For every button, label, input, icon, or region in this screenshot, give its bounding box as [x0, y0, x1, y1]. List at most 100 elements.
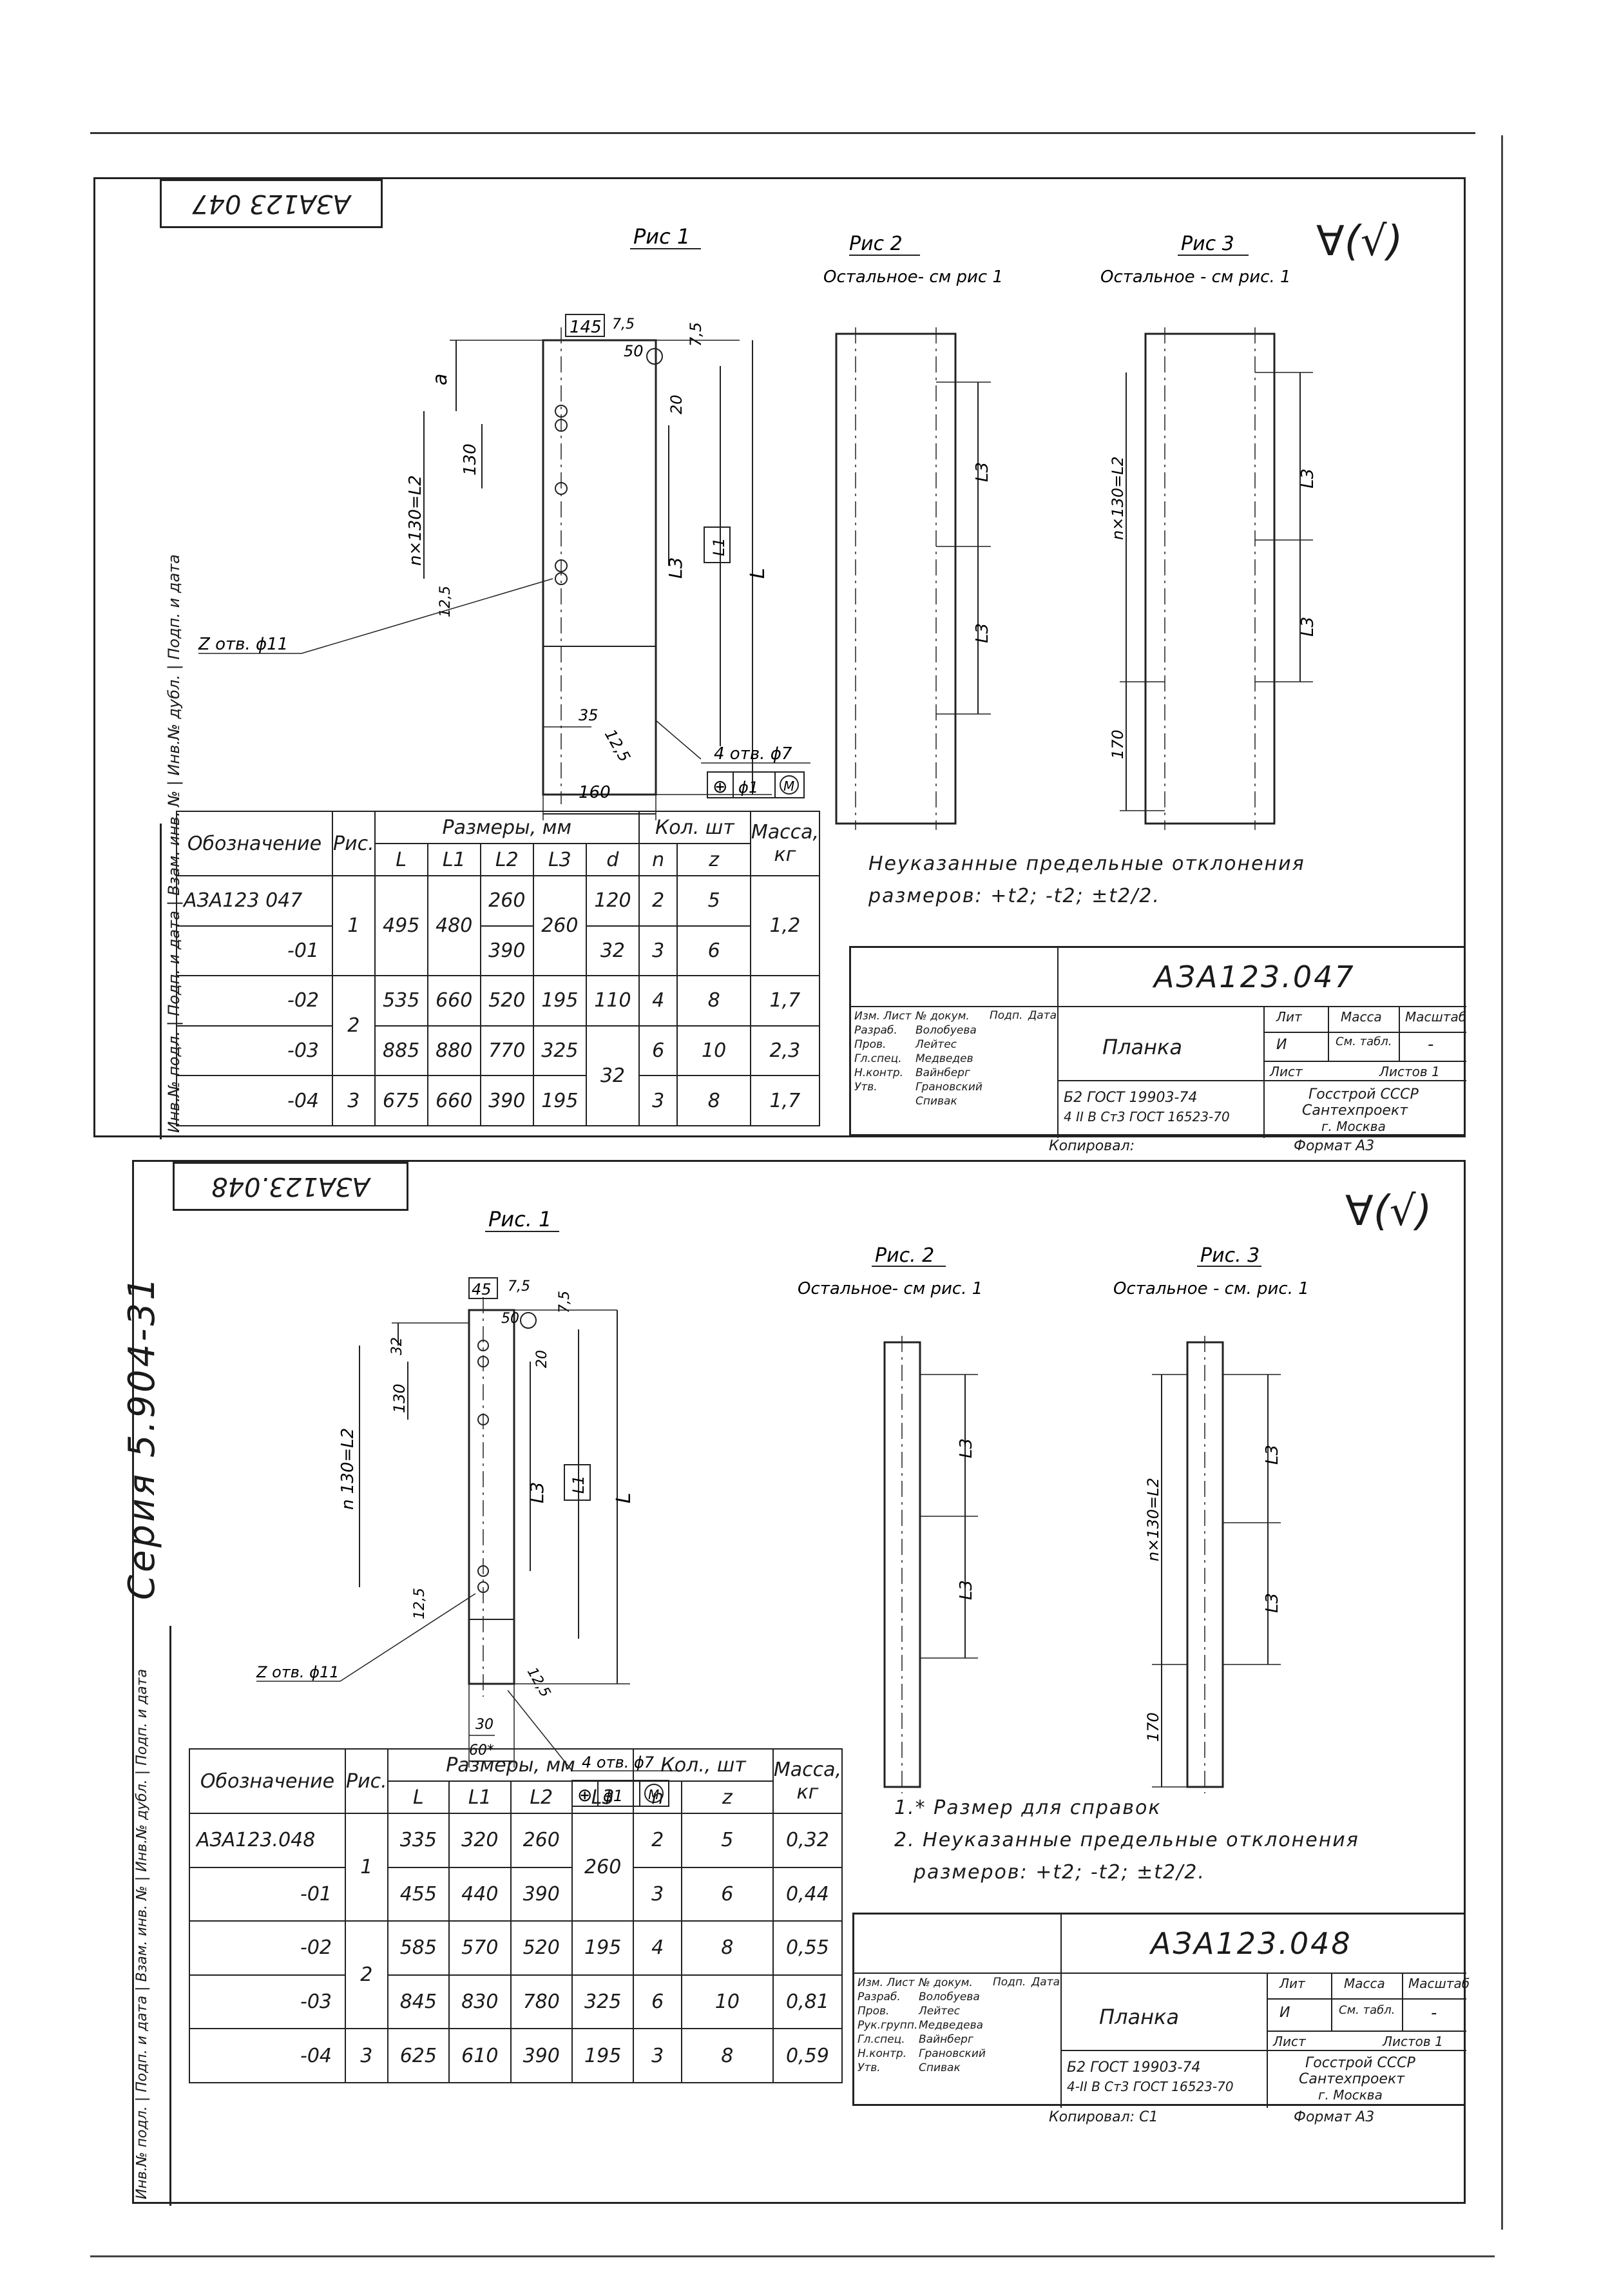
svg-text:Остальное- см рис 1: Остальное- см рис 1	[823, 267, 1003, 287]
format-label: Формат А3	[1294, 2109, 1375, 2125]
svg-text:Остальное - см рис. 1: Остальное - см рис. 1	[1100, 267, 1291, 287]
svg-text:L3: L3	[973, 462, 992, 482]
svg-text:7,5: 7,5	[557, 1291, 573, 1313]
sheet-2: Инв.№ подл. | Подп. и дата | Взам. инв. …	[121, 1160, 1470, 2206]
svg-text:130: 130	[461, 443, 480, 476]
table-row: АЗА123.048 1 335 320 260 260 2 5 0,32	[189, 1812, 843, 1922]
svg-text:50: 50	[624, 342, 644, 360]
fig2-drawing: Рис 2 Остальное- см рис 1 L3 L3	[823, 233, 1003, 830]
svg-text:50: 50	[501, 1311, 519, 1327]
svg-text:Остальное- см рис. 1: Остальное- см рис. 1	[798, 1279, 982, 1298]
roughness-symbol: ∀(√)	[1345, 1188, 1432, 1235]
part-name: Планка	[1099, 2005, 1179, 2029]
svg-text:L3: L3	[1298, 617, 1318, 637]
svg-text:L: L	[747, 568, 769, 579]
fig2-drawing: Рис. 2 Остальное- см рис. 1 L3 L3	[798, 1244, 982, 1793]
svg-text:145: 145	[570, 318, 602, 337]
svg-text:7,5: 7,5	[612, 316, 635, 333]
svg-text:Рис 3: Рис 3	[1181, 233, 1234, 255]
doc-code: АЗА123.048	[1151, 1926, 1352, 1961]
roughness-symbol: ∀(√)	[1316, 218, 1403, 265]
svg-text:a: a	[429, 374, 452, 385]
svg-text:20: 20	[534, 1350, 550, 1368]
table-row: -01 390 32 3 6	[176, 925, 819, 977]
table-row: -02 2 535 660 520 195 110 4 8 1,7	[176, 975, 821, 1077]
svg-text:7,5: 7,5	[687, 322, 705, 347]
table-row: -02 2 585 570 520 195 4 8 0,55	[189, 1920, 843, 2030]
spec-table-2: Обозначение Рис. Размеры, мм Кол., шт Ма…	[189, 1748, 843, 2083]
bottom-border-line	[90, 2255, 1495, 2257]
svg-text:n×130=L2: n×130=L2	[1144, 1478, 1162, 1561]
svg-text:Остальное - см. рис. 1: Остальное - см. рис. 1	[1113, 1279, 1309, 1298]
svg-text:L3: L3	[1298, 468, 1318, 488]
svg-text:L1: L1	[710, 537, 728, 556]
svg-text:7,5: 7,5	[508, 1278, 530, 1295]
svg-text:Рис. 1: Рис. 1	[488, 1207, 551, 1231]
svg-text:L1: L1	[570, 1475, 588, 1494]
svg-text:32: 32	[389, 1337, 405, 1355]
copied-by: Копировал: С1	[1049, 2109, 1158, 2125]
table-row: -03 885 880 770 325 32 6 10 2,3	[176, 1025, 821, 1127]
sidebar-labels-2: Инв.№ подл. | Подп. и дата | Взам. инв. …	[134, 1668, 150, 2199]
svg-text:130: 130	[390, 1384, 408, 1413]
svg-text:35: 35	[579, 706, 599, 724]
svg-text:12,5: 12,5	[412, 1588, 428, 1619]
plate-outline	[542, 339, 657, 796]
svg-text:L3: L3	[665, 557, 686, 579]
svg-text:L3: L3	[526, 1482, 548, 1503]
title-block-1: АЗА123.047 Планка Лит Масса Масштаб И См…	[849, 946, 1466, 1138]
plate-outline	[468, 1309, 515, 1685]
fig3-drawing: Рис. 3 Остальное - см. рис. 1 L3 L3 n×13…	[1113, 1244, 1309, 1793]
copied-by: Копировал:	[1049, 1138, 1135, 1154]
svg-text:L: L	[613, 1492, 635, 1503]
fig1-title: Рис 1	[633, 224, 690, 249]
top-border-line	[90, 132, 1475, 134]
note-line-2: 2. Неуказанные предельные отклонения	[894, 1829, 1359, 1851]
svg-text:n×130=L2: n×130=L2	[1109, 456, 1127, 540]
table-row: АЗА123 047 1 495 480 260 260 120 2 5 1,2	[176, 874, 821, 977]
svg-text:Рис 2: Рис 2	[849, 233, 903, 255]
svg-text:4 отв. ϕ7: 4 отв. ϕ7	[714, 744, 792, 764]
svg-text:L3: L3	[973, 623, 992, 643]
format-label: Формат А3	[1294, 1138, 1375, 1154]
sidebar-line	[160, 824, 162, 1139]
right-border-line	[1501, 135, 1503, 2230]
note-line-3: размеров: +t2; -t2; ±t2/2.	[914, 1861, 1205, 1884]
svg-text:12,5: 12,5	[524, 1665, 553, 1701]
svg-text:L3: L3	[1263, 1593, 1282, 1613]
svg-text:45: 45	[472, 1280, 492, 1298]
part-name: Планка	[1102, 1035, 1182, 1059]
table-row: -01 455 440 390 3 6 0,44	[189, 1866, 843, 1922]
svg-text:30: 30	[475, 1717, 494, 1733]
fig3-drawing: Рис 3 Остальное - см рис. 1 L3 L3 n×130=…	[1100, 233, 1318, 830]
svg-text:160: 160	[579, 783, 611, 802]
svg-text:Z отв. ϕ11: Z отв. ϕ11	[198, 635, 288, 654]
sheet-1: Инв.№ подл. | Подп. и дата | Взам. инв. …	[93, 177, 1466, 1154]
svg-text:n 130=L2: n 130=L2	[338, 1428, 358, 1510]
svg-text:12,5: 12,5	[601, 726, 634, 765]
table-row: -04 3 675 660 390 195 3 8 1,7	[176, 1075, 821, 1126]
svg-text:Рис. 2: Рис. 2	[875, 1244, 934, 1267]
note-line-1: Неуказанные предельные отклонения	[868, 853, 1305, 875]
spec-table-1: Обозначение Рис. Размеры, мм Кол. шт Мас…	[176, 811, 821, 1127]
svg-text:L3: L3	[1263, 1445, 1282, 1465]
svg-text:170: 170	[1109, 729, 1127, 759]
table-row: -03 845 830 780 325 6 10 0,81	[189, 1974, 843, 2030]
svg-text:M: M	[783, 778, 794, 794]
table-row: -04 3 625 610 390 195 3 8 0,59	[189, 2028, 843, 2083]
svg-text:ϕ1: ϕ1	[738, 778, 758, 796]
svg-text:Рис. 3: Рис. 3	[1200, 1244, 1260, 1267]
svg-text:20: 20	[667, 394, 685, 414]
svg-text:L3: L3	[957, 1438, 976, 1458]
fig1-drawing: Рис 1 145 7,5 50 7,5 L L1 L3 20 a 130 n×…	[198, 224, 810, 820]
svg-text:L3: L3	[957, 1580, 976, 1600]
note-line-1: 1.* Размер для справок	[894, 1797, 1162, 1819]
series-label: Серия 5.904-31	[121, 1275, 163, 1600]
svg-text:Z отв. ϕ11: Z отв. ϕ11	[256, 1663, 340, 1681]
sidebar-line	[169, 1626, 171, 2206]
doc-code: АЗА123.047	[1154, 960, 1356, 994]
